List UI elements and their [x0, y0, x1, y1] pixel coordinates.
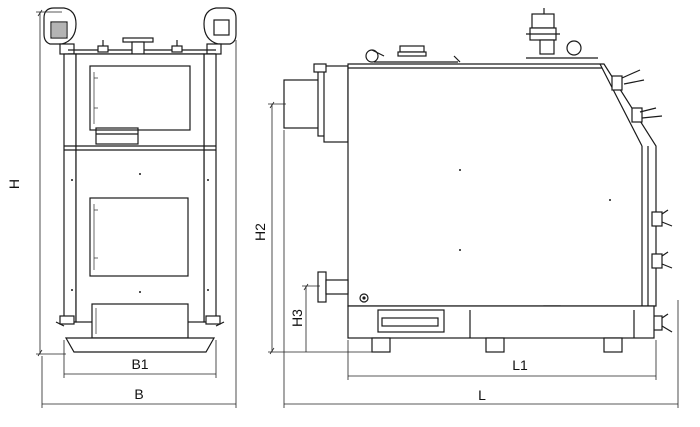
left-fan-housing — [43, 7, 77, 55]
dim-label-H: H — [6, 179, 22, 189]
side-view — [283, 8, 673, 353]
front-view — [43, 7, 237, 353]
side-dimensions: H2 H3 L1 L — [252, 101, 679, 408]
right-fan-housing — [203, 7, 237, 55]
dim-label-L1: L1 — [512, 357, 528, 373]
dim-label-H2: H2 — [252, 223, 268, 241]
dim-label-B: B — [134, 386, 143, 402]
front-dimensions: H B1 B — [6, 9, 237, 408]
dim-label-B1: B1 — [131, 356, 148, 372]
dim-label-L: L — [478, 387, 486, 403]
dim-label-H3: H3 — [289, 309, 305, 327]
